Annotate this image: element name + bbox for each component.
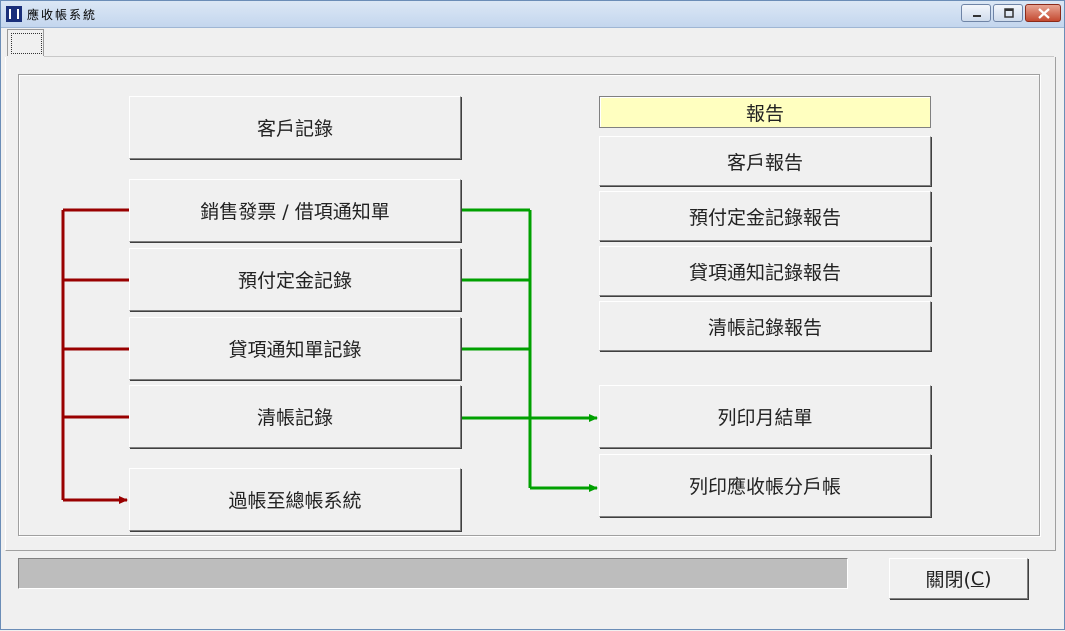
button-label: 銷售發票 / 借項通知單 — [200, 201, 390, 223]
maximize-button[interactable] — [993, 4, 1023, 22]
button-label: 預付定金記錄報告 — [688, 206, 841, 229]
button-label: 過帳至總帳系統 — [228, 490, 362, 512]
minimize-icon — [973, 15, 981, 17]
close-icon — [1038, 8, 1050, 19]
red-flow-lines — [61, 208, 129, 504]
minimize-button[interactable] — [961, 4, 991, 22]
print-ar-subledger-button[interactable]: 列印應收帳分戶帳 — [599, 454, 931, 517]
button-label: 預付定金記錄 — [237, 270, 352, 292]
progress-bar — [18, 558, 848, 589]
menu-group-box — [18, 74, 1040, 536]
green-flow-lines — [461, 208, 598, 492]
customer-report-button[interactable]: 客戶報告 — [599, 136, 931, 186]
close-window-button[interactable] — [1025, 4, 1061, 22]
tab-strip-divider — [44, 56, 1054, 57]
title-bar[interactable]: 應收帳系統 — [1, 1, 1064, 28]
button-label: 貸項通知單記錄 — [228, 339, 362, 361]
maximize-icon — [1004, 8, 1014, 18]
button-label: 清帳記錄 — [256, 407, 333, 429]
button-label: 客戶報告 — [726, 151, 803, 174]
close-hotkey: C — [970, 567, 985, 590]
button-label: 列印應收帳分戶帳 — [688, 476, 841, 498]
tab-page — [5, 57, 1056, 551]
reports-header: 報告 — [599, 96, 931, 128]
print-monthly-statement-button[interactable]: 列印月結單 — [599, 385, 931, 448]
app-icon — [6, 6, 22, 22]
button-label: 清帳記錄報告 — [707, 316, 822, 339]
button-label: 列印月結單 — [717, 407, 813, 429]
button-label: 貸項通知記錄報告 — [688, 261, 841, 284]
prepayment-report-button[interactable]: 預付定金記錄報告 — [599, 191, 931, 241]
settlement-report-button[interactable]: 清帳記錄報告 — [599, 301, 931, 351]
settlement-records-button[interactable]: 清帳記錄 — [129, 385, 461, 448]
close-label-suffix: ) — [984, 567, 992, 590]
close-label: 關閉( — [925, 569, 971, 591]
button-label: 客戶記錄 — [256, 118, 333, 140]
tab-focus-rect — [11, 33, 42, 54]
credit-note-records-button[interactable]: 貸項通知單記錄 — [129, 317, 461, 380]
tab-main[interactable] — [7, 29, 44, 56]
close-button[interactable]: 關閉(C) — [889, 558, 1028, 599]
credit-note-report-button[interactable]: 貸項通知記錄報告 — [599, 246, 931, 296]
prepayment-records-button[interactable]: 預付定金記錄 — [129, 248, 461, 311]
customer-records-button[interactable]: 客戶記錄 — [129, 96, 461, 159]
window-title: 應收帳系統 — [27, 8, 98, 22]
post-to-general-ledger-button[interactable]: 過帳至總帳系統 — [129, 468, 461, 531]
sales-invoice-debit-note-button[interactable]: 銷售發票 / 借項通知單 — [129, 179, 461, 242]
